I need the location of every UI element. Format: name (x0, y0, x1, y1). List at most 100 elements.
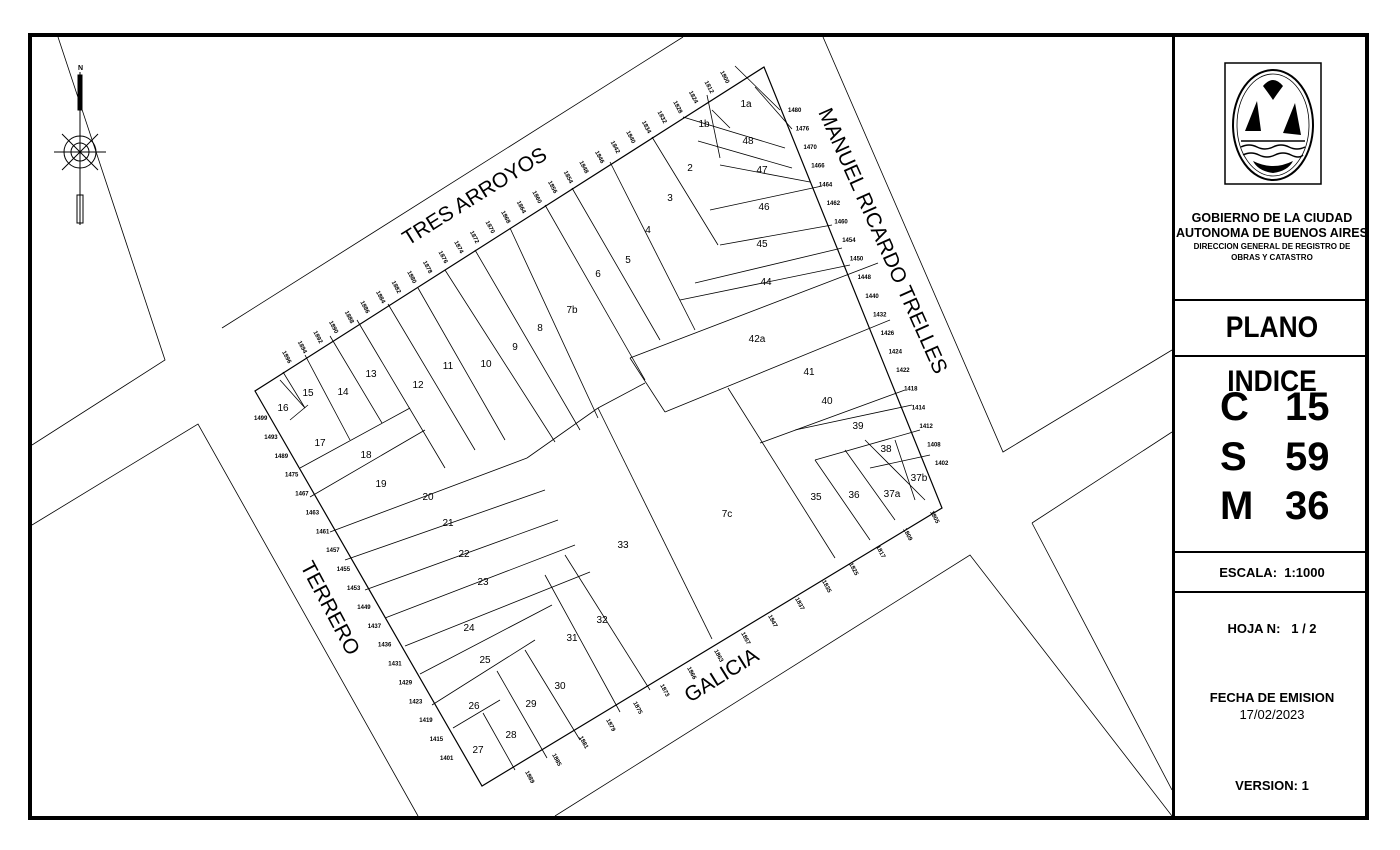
compass-north-label: N (78, 65, 83, 72)
door-number-north: 1846 (593, 150, 605, 165)
door-number-north: 1828 (671, 100, 683, 115)
door-number-north: 1868 (499, 210, 511, 225)
parcel-label: 2 (687, 163, 693, 174)
door-number-east: 1470 (804, 145, 818, 151)
parcel-label: 37b (911, 473, 928, 484)
parcel-label: 44 (760, 277, 772, 288)
door-number-east: 1460 (834, 220, 848, 226)
parcel-label: 30 (554, 681, 566, 692)
door-number-south: 1837 (793, 597, 805, 612)
door-number-east: 1440 (865, 294, 879, 300)
door-number-west: 1493 (264, 435, 278, 441)
door-number-west: 1429 (399, 680, 413, 686)
header-section: GOBIERNO DE LA CIUDAD AUTONOMA DE BUENOS… (1175, 33, 1369, 301)
door-number-north: 1848 (577, 160, 589, 175)
door-number-south: 1805 (928, 510, 940, 525)
door-number-north: 1876 (437, 250, 449, 265)
parcel-label: 15 (302, 388, 314, 399)
parcel-label: 40 (821, 396, 833, 407)
parcel-label: 42a (749, 334, 766, 345)
door-number-north: 1864 (515, 200, 527, 215)
door-number-east: 1454 (842, 238, 856, 244)
door-number-west: 1436 (378, 643, 392, 649)
door-numbers: 1800181218241828183218341840184218461848… (254, 70, 949, 785)
door-number-east: 1426 (881, 331, 895, 337)
parcel-label: 32 (596, 615, 608, 626)
door-number-north: 1896 (280, 350, 292, 365)
door-number-west: 1449 (357, 605, 371, 611)
door-number-west: 1489 (275, 454, 289, 460)
parcel-label: 12 (412, 380, 424, 391)
issue-date-label: FECHA DE EMISION (1209, 690, 1335, 705)
parcel-label: 46 (758, 202, 770, 213)
parcel-label: 16 (277, 403, 289, 414)
parcel-label: 41 (803, 367, 815, 378)
door-number-east: 1480 (788, 108, 802, 114)
issue-date: 17/02/2023 (1239, 707, 1305, 722)
door-number-north: 1888 (343, 310, 355, 325)
door-number-west: 1437 (368, 624, 382, 630)
parcel-label: 26 (468, 701, 480, 712)
plan-title: PLANO INDICE (1225, 311, 1319, 398)
parcel-label: 3 (667, 193, 673, 204)
door-number-north: 1884 (374, 290, 386, 305)
map-frame (28, 33, 1369, 820)
door-number-west: 1453 (347, 586, 361, 592)
parcel-label: 1a (740, 99, 752, 110)
parcel-label: 10 (480, 359, 492, 370)
parcel-label: 22 (458, 549, 470, 560)
door-number-north: 1832 (656, 110, 668, 125)
door-number-east: 1450 (850, 257, 864, 263)
door-number-south: 1889 (523, 770, 535, 785)
parcel-label: 21 (442, 518, 454, 529)
door-number-north: 1882 (390, 280, 402, 295)
door-number-south: 1847 (766, 614, 778, 629)
door-number-north: 1800 (718, 70, 730, 85)
parcel-label: 24 (463, 623, 475, 634)
parcel-label: 28 (505, 730, 517, 741)
door-number-west: 1467 (295, 492, 309, 498)
door-number-north: 1860 (531, 190, 543, 205)
door-number-west: 1457 (326, 548, 340, 554)
parcel-label: 25 (479, 655, 491, 666)
title-section: PLANO INDICE (1175, 301, 1369, 398)
parcel-label: 47 (756, 165, 768, 176)
org-line-4: OBRAS Y CATASTRO (1231, 253, 1313, 262)
parcel-label: 35 (810, 492, 822, 503)
door-number-south: 1885 (550, 753, 562, 768)
door-number-south: 1881 (577, 735, 589, 750)
door-number-west: 1415 (430, 737, 444, 743)
scale-text: ESCALA: 1:1000 (1219, 565, 1325, 580)
door-number-west: 1461 (316, 529, 330, 535)
door-number-west: 1419 (419, 718, 433, 724)
door-number-east: 1418 (904, 387, 918, 393)
version: VERSION: 1 (1235, 778, 1309, 793)
door-number-north: 1856 (546, 180, 558, 195)
neighbor-blocks (32, 37, 1172, 816)
info-section: HOJA N: 1 / 2 FECHA DE EMISION 17/02/202… (1175, 593, 1369, 816)
scale-section: ESCALA: 1:1000 (1175, 553, 1369, 593)
door-number-west: 1455 (337, 567, 351, 573)
door-number-east: 1414 (912, 405, 926, 411)
parcel-label: 7c (722, 509, 733, 520)
door-number-north: 1840 (624, 130, 636, 145)
door-number-north: 1894 (296, 340, 308, 355)
parcel-label: 11 (443, 361, 454, 372)
parcel-label: 39 (852, 421, 864, 432)
door-number-north: 1854 (562, 170, 574, 185)
compass-rose-icon (54, 72, 106, 225)
parcel-label: 45 (756, 239, 768, 250)
door-number-west: 1463 (306, 510, 320, 516)
door-number-west: 1423 (409, 699, 423, 705)
parcel-label: 4 (645, 225, 651, 236)
parcel-label: 36 (848, 490, 860, 501)
door-number-south: 1863 (712, 649, 724, 664)
parcel-label: 33 (617, 540, 629, 551)
door-number-north: 1812 (703, 80, 715, 95)
door-number-east: 1466 (811, 164, 825, 170)
door-number-east: 1412 (920, 424, 934, 430)
